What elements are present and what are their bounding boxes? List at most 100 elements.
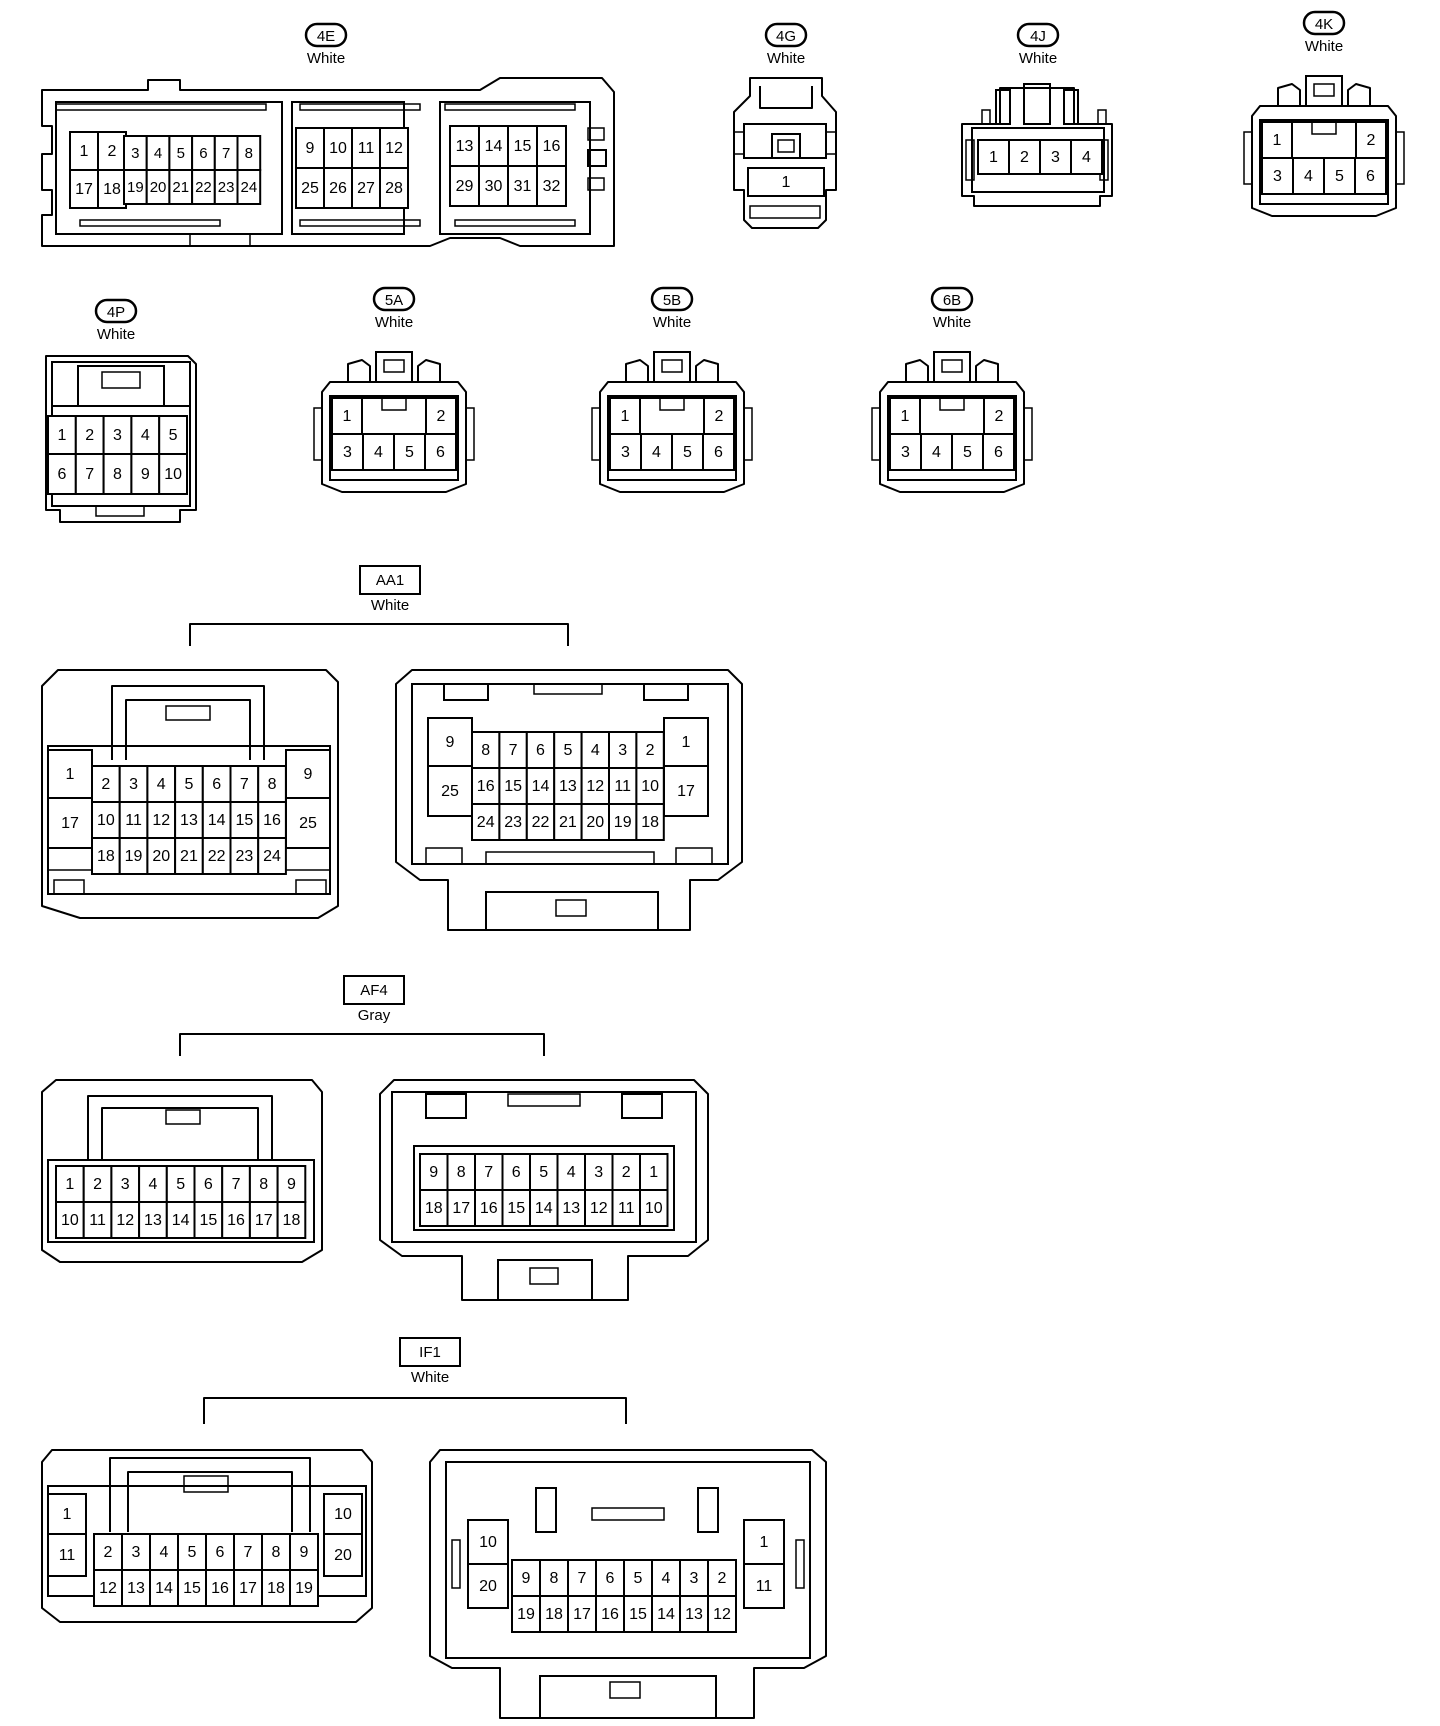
pin-label: 6 [57, 466, 66, 483]
pin-label: 7 [240, 776, 249, 793]
housing-outline [1305, 75, 1343, 107]
pin-label: 23 [235, 848, 253, 865]
pin-label: 16 [543, 138, 561, 155]
pin-label: 6 [204, 1176, 213, 1193]
housing-outline [795, 1539, 805, 1589]
latch-recess [381, 395, 407, 411]
pin-label: 20 [152, 848, 170, 865]
pin-cell [623, 1559, 653, 1597]
pin-cell [651, 1559, 681, 1597]
pin-label: 5 [539, 1164, 548, 1181]
housing-outline [53, 879, 85, 895]
pin-label: 25 [441, 783, 459, 800]
pin-label: 7 [244, 1544, 253, 1561]
pin-label: 9 [300, 1544, 309, 1561]
pin-label: 22 [532, 814, 550, 831]
pin-label: 2 [718, 1570, 727, 1587]
pin-cell [323, 1493, 363, 1535]
connector-code-badge [650, 286, 694, 312]
housing-outline [661, 359, 683, 373]
housing-outline [391, 1091, 697, 1243]
housing-outline [299, 103, 421, 111]
housing-outline [591, 407, 601, 461]
pin-label: 4 [567, 1164, 576, 1181]
housing-outline [95, 505, 145, 517]
pin-label: 6 [436, 444, 445, 461]
pin-cell [47, 797, 93, 849]
pin-label: 17 [573, 1606, 591, 1623]
pin-label: 14 [155, 1580, 173, 1597]
pin-label: 13 [562, 1200, 580, 1217]
pin-label: 13 [685, 1606, 703, 1623]
connector-code: 4G [776, 28, 796, 45]
connector-code: 5A [385, 292, 403, 309]
pin-cell [608, 731, 638, 769]
housing-outline [127, 1471, 293, 1532]
pin-cell [498, 803, 528, 841]
pin-cell [639, 1189, 669, 1227]
pin-cell [702, 433, 735, 471]
pin-cell [331, 433, 364, 471]
housing-outline [1063, 89, 1079, 125]
pin-label: 16 [227, 1212, 245, 1229]
housing-outline [497, 1259, 593, 1301]
latch-recess [639, 397, 705, 435]
pin-cell [146, 765, 177, 803]
latch-recess [1311, 119, 1337, 135]
housing-outline [1251, 105, 1397, 217]
pin-label: 1 [63, 1506, 72, 1523]
pin-label: 23 [218, 179, 235, 196]
pin-cell [498, 767, 528, 805]
pin-label: 17 [61, 815, 79, 832]
pin-cell [229, 837, 260, 875]
pin-cell [539, 1559, 569, 1597]
housing-outline [347, 359, 371, 382]
pin-label: 23 [504, 814, 522, 831]
pin-label: 1 [760, 1534, 769, 1551]
housing-outline [905, 359, 929, 382]
connector-code-badge [930, 286, 974, 312]
pin-cell [201, 801, 232, 839]
connector-code-box [399, 1337, 461, 1367]
pin-label: 16 [263, 812, 281, 829]
pin-label: 7 [578, 1570, 587, 1587]
pin-label: 16 [601, 1606, 619, 1623]
pin-label: 4 [160, 1544, 169, 1561]
pin-label: 11 [59, 1547, 76, 1564]
pin-label: 22 [208, 848, 226, 865]
housing-outline [965, 139, 975, 181]
housing-outline [1313, 83, 1335, 97]
housing-outline [539, 1675, 717, 1719]
pin-cell [323, 1533, 363, 1577]
connector-code: 5B [663, 292, 681, 309]
pin-label: 11 [756, 1578, 773, 1595]
pin-cell [703, 397, 735, 435]
pin-cell [983, 397, 1015, 435]
pin-cell [640, 433, 673, 471]
pin-label: 7 [222, 145, 230, 162]
connector-code-badge [1302, 10, 1346, 36]
housing-outline [425, 847, 463, 865]
pin-label: 3 [121, 1176, 130, 1193]
pin-cell [467, 1563, 509, 1609]
housing-outline [507, 1093, 581, 1107]
pin-label: 12 [590, 1200, 608, 1217]
housing-outline [101, 371, 141, 389]
pin-label: 19 [295, 1580, 313, 1597]
pin-label: 8 [550, 1570, 559, 1587]
housing-outline [413, 1145, 675, 1231]
pin-label: 16 [480, 1200, 498, 1217]
connector-color: White [1305, 38, 1343, 55]
pin-cell [91, 801, 121, 839]
pin-label: 5 [177, 145, 185, 162]
pin-cell [146, 837, 177, 875]
pin-label: 5 [405, 444, 414, 461]
pin-label: 7 [85, 466, 94, 483]
housing-outline [45, 355, 197, 523]
pin-label: 10 [479, 1534, 497, 1551]
pin-label: 5 [176, 1176, 185, 1193]
pin-cell [193, 1201, 224, 1239]
housing-outline [451, 1539, 461, 1589]
